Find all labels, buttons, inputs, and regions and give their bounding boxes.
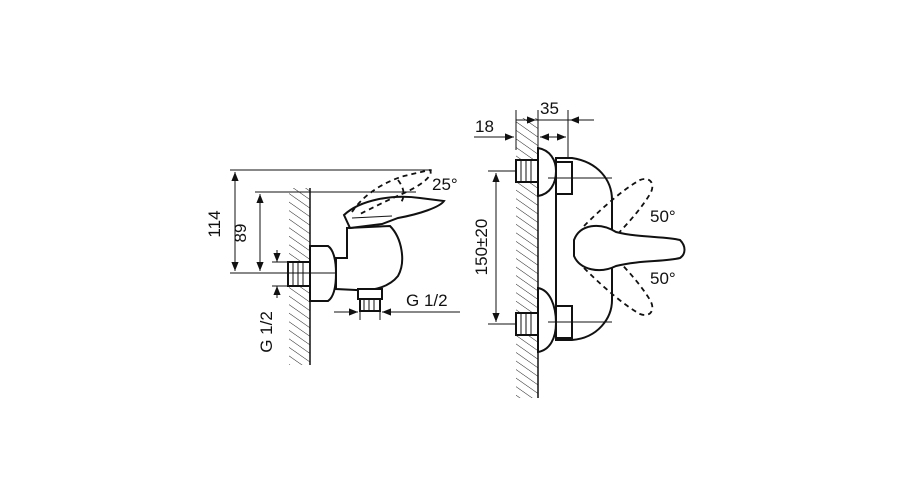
dim-35-label: 35 [540,99,559,118]
side-valve-body [335,224,404,292]
wall-thread-label: G 1/2 [257,311,276,353]
side-handle [342,195,446,230]
angle-lower-label: 50° [650,269,676,288]
front-handle-down [583,243,654,316]
front-handle [573,224,686,272]
side-outlet-thread [357,288,383,312]
side-view: 114 89 G 1/2 G 1/2 25° [205,168,460,365]
front-view: 18 35 [472,99,686,398]
dim-89-label: 89 [231,224,250,243]
front-connector-upper [515,146,558,198]
angle-upper-label: 50° [650,207,676,226]
side-handle-raised [351,168,432,215]
side-angle-label: 25° [432,175,458,194]
outlet-thread-label: G 1/2 [406,291,448,310]
dim-18-label: 18 [475,117,494,136]
dim-114-label: 114 [205,210,224,237]
front-handle-up [583,178,654,251]
dim-spacing-label: 150±20 [472,219,491,276]
